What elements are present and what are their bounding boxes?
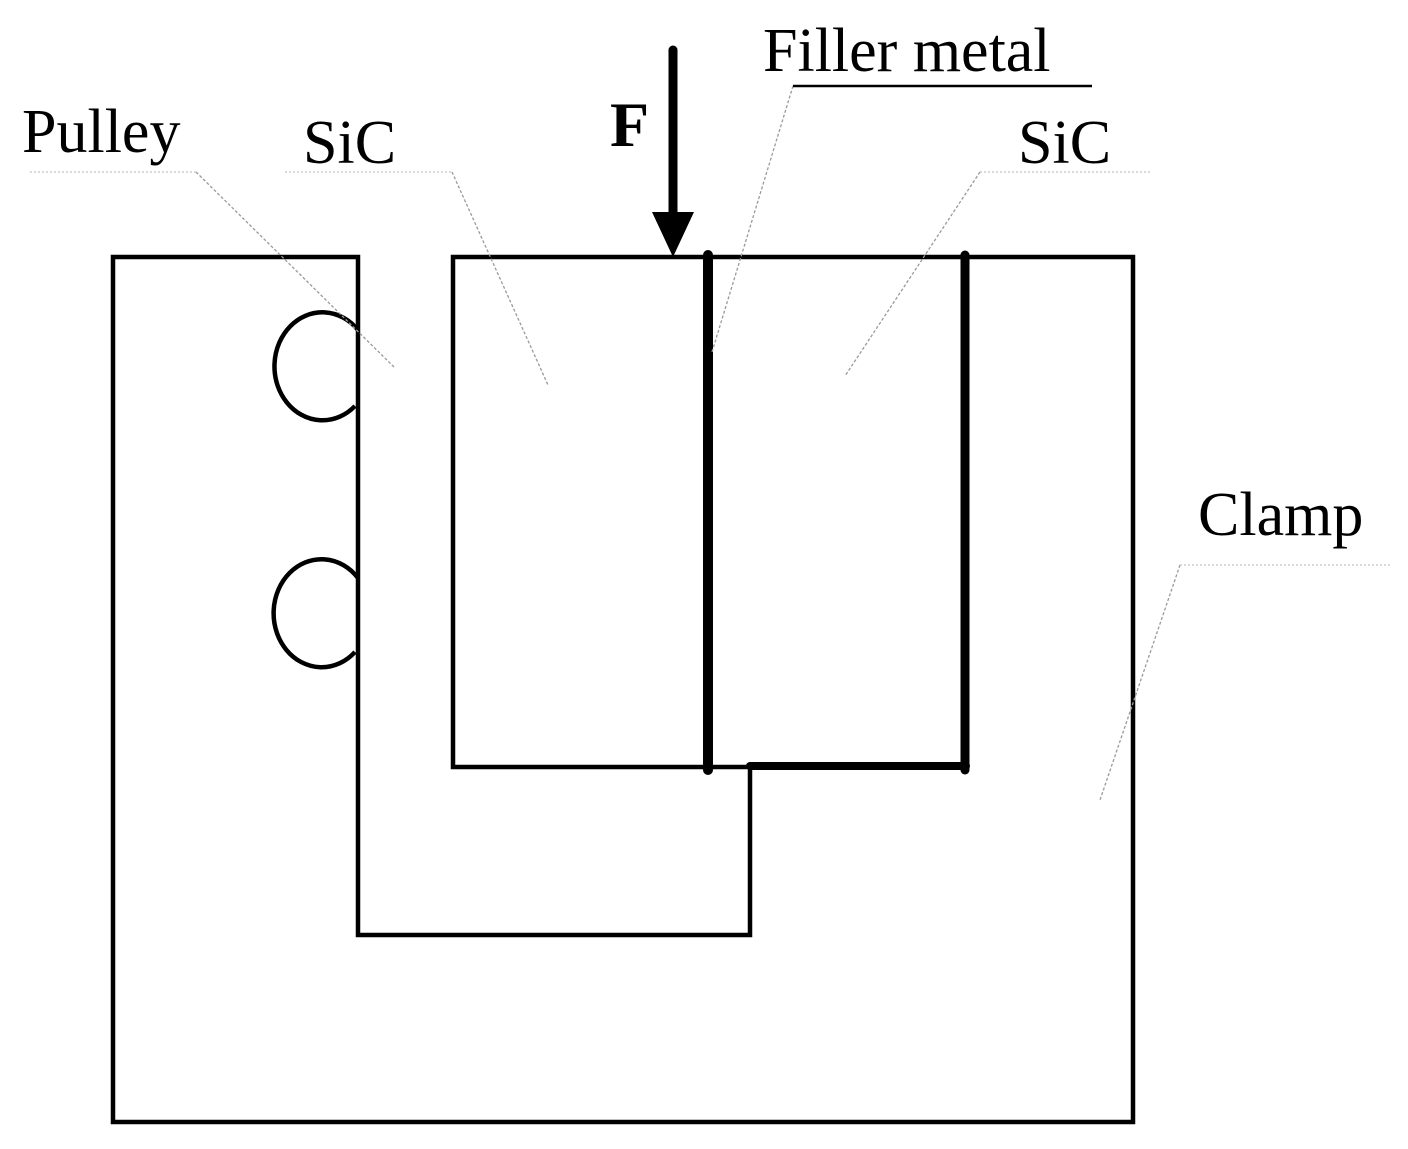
label-sic-right: SiC	[1018, 109, 1111, 177]
label-filler-metal: Filler metal	[763, 17, 1051, 85]
pulley-lower	[271, 556, 360, 670]
label-sic-left: SiC	[303, 109, 396, 177]
leader-filler-metal	[711, 85, 794, 353]
leader-pulley	[195, 171, 395, 368]
label-clamp: Clamp	[1198, 481, 1363, 549]
clamp-outline	[110, 254, 1136, 1125]
label-force: F	[610, 89, 649, 160]
pulley-upper	[272, 310, 360, 423]
sic-left-block	[450, 254, 711, 770]
leader-clamp	[1099, 564, 1181, 801]
label-pulley: Pulley	[22, 98, 180, 166]
leader-sic-left	[451, 171, 549, 386]
sic-right-block	[708, 254, 966, 770]
leader-sic-right	[844, 171, 981, 377]
force-arrow-head	[652, 212, 694, 257]
